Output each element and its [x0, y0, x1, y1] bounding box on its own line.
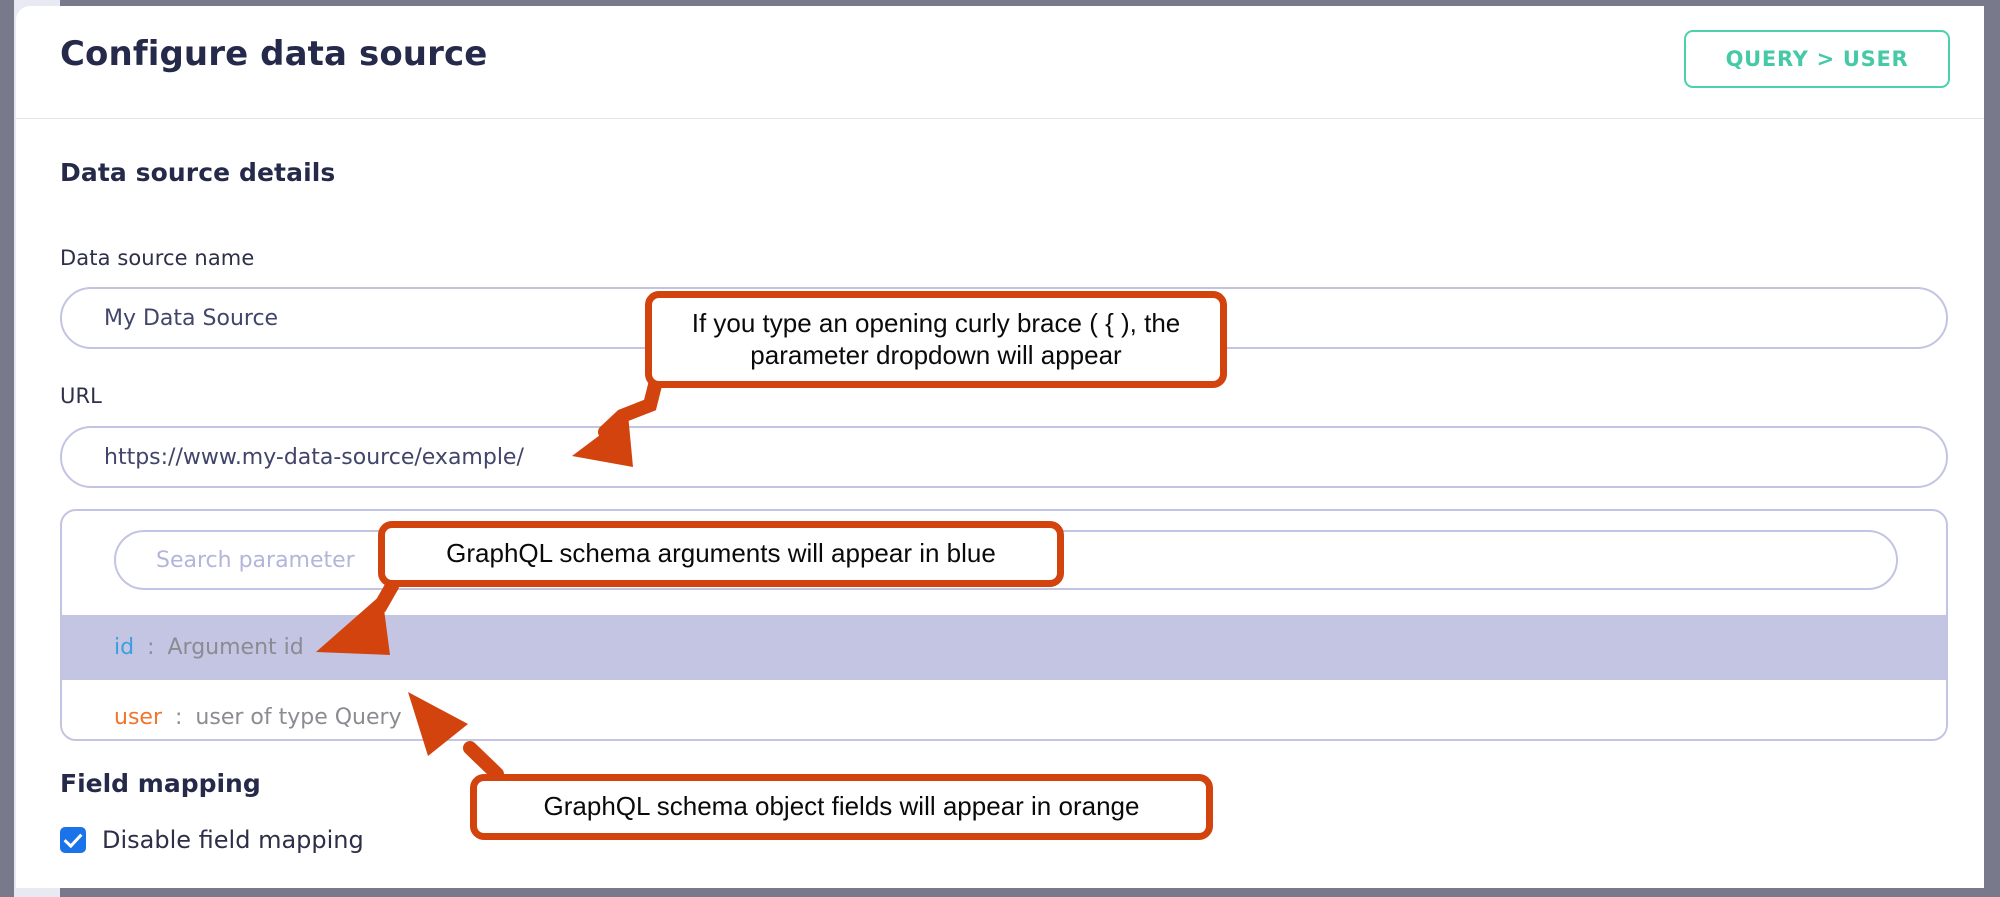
field-mapping-heading: Field mapping	[60, 769, 261, 798]
parameter-option-user[interactable]: user : user of type Query	[62, 685, 1946, 739]
parameter-description: user of type Query	[195, 705, 402, 730]
disable-field-mapping-row[interactable]: Disable field mapping	[60, 826, 364, 854]
parameter-description: Argument id	[167, 635, 304, 660]
card-header: Configure data source QUERY > USER	[16, 6, 1984, 119]
data-source-name-label: Data source name	[60, 246, 255, 270]
disable-field-mapping-checkbox[interactable]	[60, 827, 86, 853]
parameter-option-id[interactable]: id : Argument id	[62, 615, 1946, 680]
parameter-separator: :	[147, 635, 155, 660]
disable-field-mapping-label: Disable field mapping	[102, 826, 364, 854]
page-title: Configure data source	[60, 34, 488, 74]
parameter-key: id	[114, 635, 135, 660]
annotation-callout-arguments-blue: GraphQL schema arguments will appear in …	[378, 521, 1064, 587]
annotation-callout-object-fields-orange: GraphQL schema object fields will appear…	[470, 774, 1213, 840]
url-label: URL	[60, 384, 102, 408]
annotation-callout-curly-brace: If you type an opening curly brace ( { )…	[645, 291, 1227, 388]
configure-data-source-card: Configure data source QUERY > USER Data …	[16, 6, 1984, 888]
data-source-details-heading: Data source details	[60, 158, 336, 187]
parameter-dropdown-panel: Search parameter id : Argument id user :…	[60, 509, 1948, 741]
parameter-key: user	[114, 705, 162, 730]
query-user-button[interactable]: QUERY > USER	[1684, 30, 1950, 88]
parameter-separator: :	[175, 705, 183, 730]
url-input[interactable]: https://www.my-data-source/example/	[60, 426, 1948, 488]
